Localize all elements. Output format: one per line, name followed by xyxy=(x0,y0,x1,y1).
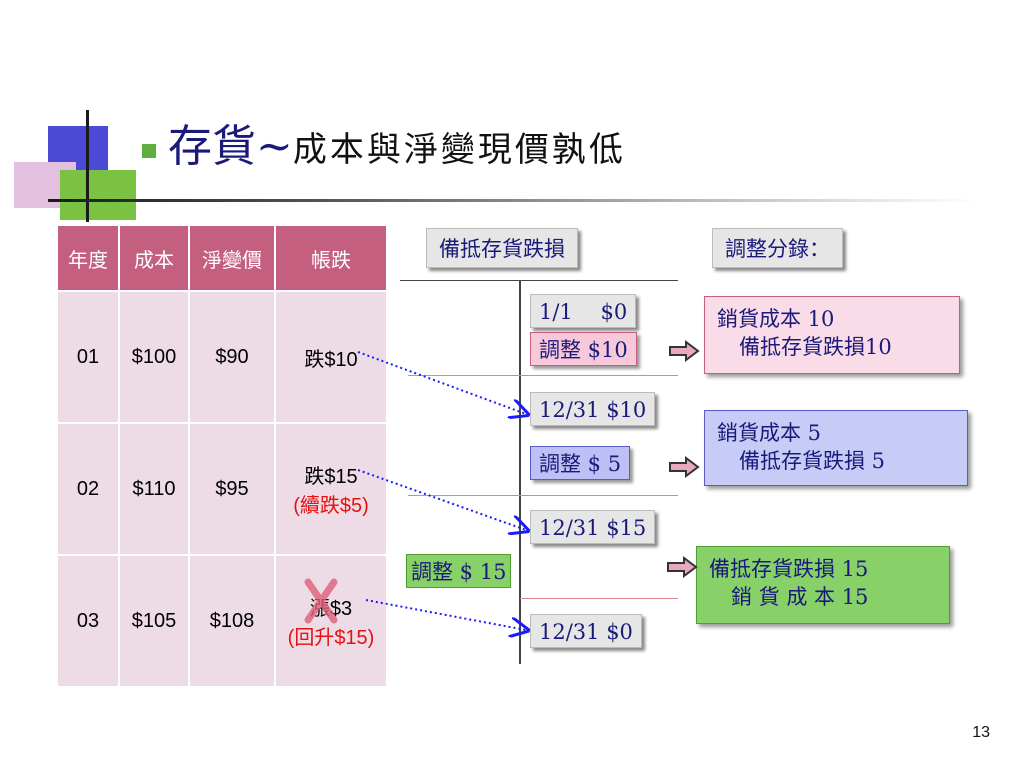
loss-amount: $10 xyxy=(324,348,358,371)
header-nrv: 淨變價 xyxy=(188,224,276,292)
loss-prefix: 跌 xyxy=(304,348,325,371)
arrow-right-icon xyxy=(669,340,700,362)
entry2-credit: 備抵存貨跌損 5 xyxy=(739,449,886,473)
entry3-credit: 銷 貨 成 本 15 xyxy=(731,585,869,609)
adjust-entry-1: 調整 $10 xyxy=(530,332,637,366)
entry3-debit: 備抵存貨跌損 15 xyxy=(709,557,869,581)
journal-entry-3: 備抵存貨跌損 15 銷 貨 成 本 15 xyxy=(696,546,950,624)
account-title: 備抵存貨跌損 xyxy=(426,228,578,268)
title-sub: 成本與淨變現價孰低 xyxy=(292,130,626,170)
connector-arrow-3 xyxy=(365,599,526,630)
header-year: 年度 xyxy=(56,224,120,292)
title-main: 存貨~ xyxy=(168,121,293,172)
t-account-top-line xyxy=(400,280,678,281)
table-header-row: 年度 成本 淨變價 帳跌 xyxy=(56,224,388,292)
loss-amount: $15 xyxy=(324,466,358,488)
table-row: 02 $110 $95 跌$15 (續跌$5) xyxy=(56,422,388,556)
table-row: 03 $105 $108 漲$3 (回升$15) xyxy=(56,554,388,688)
entry1-credit: 備抵存貨跌損10 xyxy=(739,335,892,359)
entry1-debit: 銷貨成本 10 xyxy=(717,307,835,331)
loss-prefix: 跌 xyxy=(304,466,325,488)
header-cost: 成本 xyxy=(118,224,190,292)
cell-nrv: $108 xyxy=(188,554,276,688)
adjust-entry-3: 調整 $ 15 xyxy=(406,554,512,588)
adjust-entry-2: 調整 $ 5 xyxy=(530,446,631,480)
table-row: 01 $100 $90 跌$10 xyxy=(56,290,388,424)
loss-amount: $3 xyxy=(329,598,353,620)
note-word: 回升 xyxy=(294,627,335,649)
loss-note: (回升$15) xyxy=(280,621,382,650)
connector-arrow-2 xyxy=(357,469,526,530)
journal-title: 調整分錄： xyxy=(712,228,843,268)
note-word: 續跌 xyxy=(299,495,340,517)
cell-year: 01 xyxy=(56,290,120,424)
cell-cost: $105 xyxy=(118,554,190,688)
entry2-debit: 銷貨成本 5 xyxy=(717,421,822,445)
journal-entry-1: 銷貨成本 10 備抵存貨跌損10 xyxy=(704,296,960,374)
t-account-divider xyxy=(519,280,521,664)
cell-year: 03 xyxy=(56,554,120,688)
cell-loss: 跌$10 xyxy=(274,290,388,424)
note-amount: $15) xyxy=(334,627,375,649)
note-open: ( xyxy=(287,627,295,649)
inventory-table: 年度 成本 淨變價 帳跌 01 $100 $90 跌$10 02 $110 $9… xyxy=(56,224,388,688)
note-open: ( xyxy=(293,495,300,517)
decor-green-square xyxy=(60,170,136,220)
cell-nrv: $90 xyxy=(188,290,276,424)
decor-vertical-line xyxy=(86,110,89,222)
period-line-3 xyxy=(520,598,678,599)
header-loss: 帳跌 xyxy=(274,224,388,292)
cell-loss: 跌$15 (續跌$5) xyxy=(274,422,388,556)
cell-loss: 漲$3 (回升$15) xyxy=(274,554,388,688)
opening-balance: 1/1 $0 xyxy=(530,294,637,328)
balance-entry-2: 12/31 $15 xyxy=(530,510,656,544)
page-number: 13 xyxy=(972,724,990,741)
journal-entry-2: 銷貨成本 5 備抵存貨跌損 5 xyxy=(704,410,968,486)
connector-arrow-1 xyxy=(357,351,526,414)
period-line-1 xyxy=(408,375,678,376)
period-line-2 xyxy=(408,495,678,496)
cell-nrv: $95 xyxy=(188,422,276,556)
arrow-right-icon xyxy=(669,456,700,478)
title-underline xyxy=(48,199,978,202)
page-title: 存貨~成本與淨變現價孰低 xyxy=(168,112,626,182)
cross-mark-icon xyxy=(304,578,338,624)
title-bullet-icon xyxy=(142,144,156,158)
note-amount: $5) xyxy=(339,495,369,517)
cell-cost: $100 xyxy=(118,290,190,424)
cell-year: 02 xyxy=(56,422,120,556)
loss-note: (續跌$5) xyxy=(280,489,382,518)
arrow-right-icon xyxy=(667,556,698,578)
cell-cost: $110 xyxy=(118,422,190,556)
